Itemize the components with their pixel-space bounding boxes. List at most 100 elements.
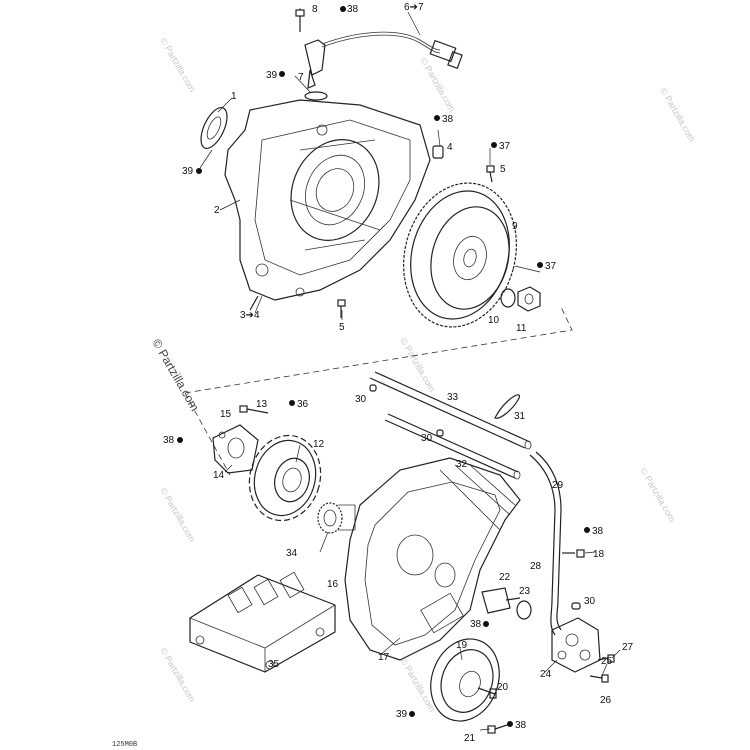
callout-22: 22 <box>499 572 511 583</box>
clip-30-a <box>369 384 377 392</box>
callout-20: 20 <box>497 682 509 693</box>
callout-28: 28 <box>530 561 542 572</box>
shaft-20 <box>477 687 497 699</box>
drop-icon <box>434 115 440 121</box>
drop-icon <box>177 437 183 443</box>
screw-5-lower <box>337 299 346 318</box>
callout-26: 26 <box>600 695 612 706</box>
callout-15: 15 <box>220 409 232 420</box>
screw-8 <box>295 9 305 32</box>
callouts: 8 38 6➔7 39 7 1 39 2 38 4 37 5 9 37 10 1… <box>163 2 634 744</box>
watermark-text: © Partzilla.com <box>658 86 697 144</box>
watermark-text: © Partzilla.com <box>398 656 437 714</box>
callout-5: 5 <box>339 322 345 333</box>
callout-9: 9 <box>512 221 518 232</box>
screw-5 <box>486 165 495 183</box>
callout-38: 38 <box>515 720 527 731</box>
drop-icon <box>584 527 590 533</box>
tube-32 <box>384 413 521 480</box>
bracket-14 <box>212 424 259 474</box>
cover-16 <box>344 457 521 661</box>
callout-19: 19 <box>456 640 468 651</box>
callout-38: 38 <box>442 114 454 125</box>
washer-10 <box>500 288 516 308</box>
drop-icon <box>483 621 489 627</box>
drop-icon <box>507 721 513 727</box>
drop-icon <box>196 168 202 174</box>
callout-12: 12 <box>313 439 325 450</box>
drop-icon <box>279 71 285 77</box>
callout-23: 23 <box>519 586 531 597</box>
flywheel-9 <box>403 182 517 328</box>
callout-39: 39 <box>266 70 278 81</box>
callout-30: 30 <box>421 433 433 444</box>
watermark-text: © Partzilla.com <box>158 486 197 544</box>
callout-39: 39 <box>396 709 408 720</box>
o-ring-7 <box>304 91 328 101</box>
o-ring-23 <box>516 600 532 620</box>
bushing-4 <box>432 145 444 159</box>
callout-13: 13 <box>256 399 268 410</box>
drop-icon <box>340 6 346 12</box>
watermark-main: © Partzilla.com <box>149 337 202 414</box>
callout-17: 17 <box>378 652 390 663</box>
hose-29 <box>529 451 562 636</box>
screw-13 <box>239 405 269 414</box>
leader-lines <box>199 8 621 731</box>
callout-29: 29 <box>552 480 564 491</box>
clip-30-c <box>571 602 581 610</box>
callout-18: 18 <box>593 549 605 560</box>
clamp-31 <box>494 394 521 419</box>
screw-26 <box>589 674 609 683</box>
callout-11: 11 <box>516 323 527 334</box>
callout-25: 25 <box>601 656 613 667</box>
ecu-module-35 <box>189 571 336 673</box>
callout-24: 24 <box>540 669 552 680</box>
callout-32: 32 <box>456 459 468 470</box>
drop-icon <box>537 262 543 268</box>
callout-30: 30 <box>355 394 367 405</box>
callout-35: 35 <box>268 659 280 670</box>
tube-33 <box>369 371 532 450</box>
callout-4: 4 <box>447 142 453 153</box>
fitting-22 <box>481 587 521 614</box>
callout-14: 14 <box>213 470 225 481</box>
drop-icon <box>491 142 497 148</box>
gear-34 <box>317 502 356 534</box>
callout-27: 27 <box>622 642 634 653</box>
valve-assembly-24 <box>551 617 601 673</box>
stator-12 <box>248 434 322 522</box>
callout-16: 16 <box>327 579 339 590</box>
callout-37: 37 <box>499 141 511 152</box>
callout-36: 36 <box>297 399 309 410</box>
figure-code: 125M0B <box>112 741 137 749</box>
callout-38: 38 <box>592 526 604 537</box>
watermark-text: © Partzilla.com <box>418 56 457 114</box>
callout-6-to-7: 6➔7 <box>404 2 424 13</box>
callout-34: 34 <box>286 548 298 559</box>
drop-icon <box>409 711 415 717</box>
callout-39: 39 <box>182 166 194 177</box>
magneto-housing-2 <box>224 99 431 301</box>
callout-37: 37 <box>545 261 557 272</box>
nut-11 <box>517 286 541 312</box>
callout-10: 10 <box>488 315 500 326</box>
callout-7: 7 <box>298 72 304 83</box>
screw-27 <box>597 654 615 663</box>
callout-38: 38 <box>470 619 482 630</box>
callout-38: 38 <box>163 435 175 446</box>
callout-5: 5 <box>500 164 506 175</box>
callout-8: 8 <box>312 4 318 15</box>
callout-1: 1 <box>231 91 237 102</box>
callout-3-to-4: 3➔4 <box>240 310 260 321</box>
callout-2: 2 <box>214 205 220 216</box>
watermark-text: © Partzilla.com <box>638 466 677 524</box>
callout-31: 31 <box>514 411 526 422</box>
drop-icon <box>289 400 295 406</box>
watermark-text: © Partzilla.com <box>158 646 197 704</box>
screw-18 <box>562 549 585 558</box>
callout-21: 21 <box>464 733 476 744</box>
callout-33: 33 <box>447 392 459 403</box>
callout-30: 30 <box>584 596 596 607</box>
